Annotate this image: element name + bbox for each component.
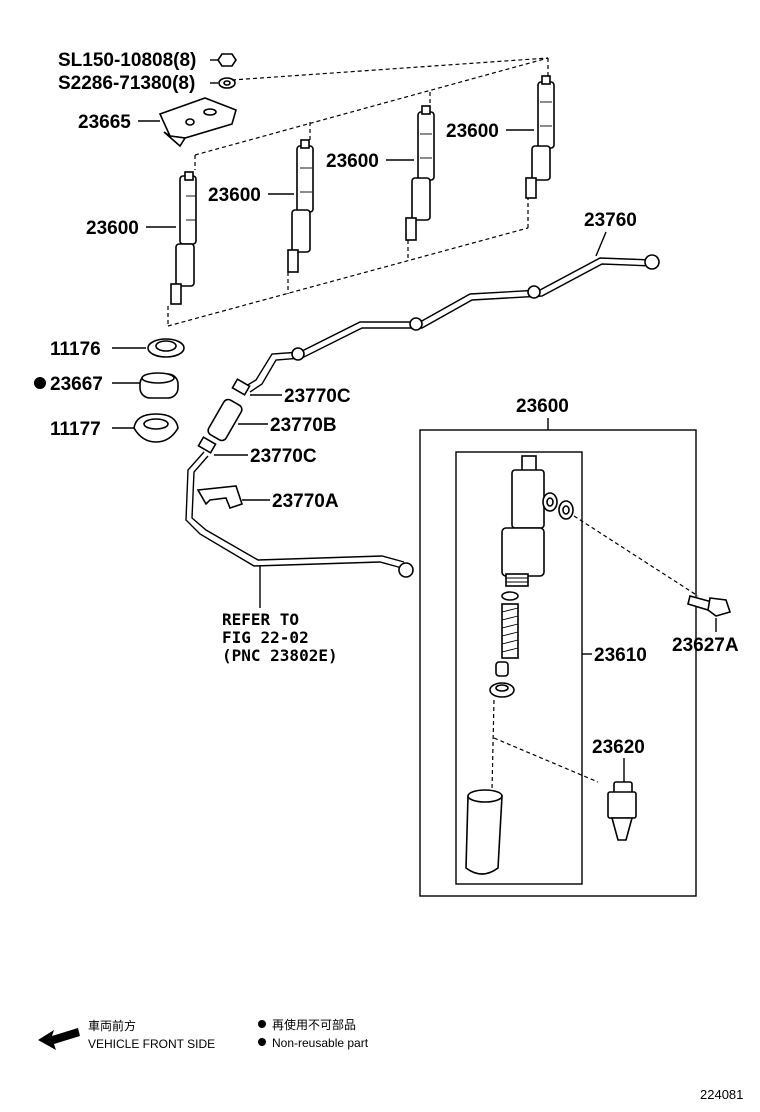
label-clamp-c1[interactable]: 23770C <box>284 386 351 407</box>
legend-dot-2 <box>258 1038 266 1046</box>
refer-line-3: (PNC 23802E) <box>222 646 338 665</box>
gasket-lower-icon <box>133 413 179 443</box>
injector-4[interactable] <box>525 75 555 199</box>
nut-icon <box>217 53 237 67</box>
label-clamp[interactable]: 23665 <box>78 112 131 133</box>
spring-icon <box>501 591 519 659</box>
label-bracket[interactable]: 23770A <box>272 491 339 512</box>
legend-front-jp: 車両前方 <box>88 1018 136 1033</box>
label-holder-kit[interactable]: 23610 <box>594 645 647 666</box>
nozzle-icon <box>607 781 637 841</box>
legend-dot-1 <box>258 1020 266 1028</box>
detail-box-inner <box>455 451 583 885</box>
injector-1[interactable] <box>170 171 197 305</box>
fuel-return-pipe[interactable] <box>245 254 660 393</box>
front-arrow-icon <box>38 1028 80 1050</box>
label-injector-2[interactable]: 23600 <box>208 185 261 206</box>
injector-2[interactable] <box>287 139 314 273</box>
label-detail-assy[interactable]: 23600 <box>516 396 569 417</box>
legend-nonreuse-en: Non-reusable part <box>272 1036 369 1050</box>
injector-body-detail[interactable] <box>501 455 545 587</box>
label-injector-1[interactable]: 23600 <box>86 218 139 239</box>
label-washer[interactable]: S2286-71380(8) <box>58 73 195 94</box>
label-bolt[interactable]: 23627A <box>672 635 739 656</box>
hose-assembly[interactable] <box>185 378 414 578</box>
washer-pair-icon <box>542 492 574 520</box>
assembly-lines <box>167 57 549 327</box>
label-gasket-upper[interactable]: 11176 <box>50 339 101 360</box>
gasket-upper-icon <box>147 338 185 358</box>
bracket-icon <box>196 485 244 509</box>
injector-3[interactable] <box>405 105 435 241</box>
washer-icon <box>218 77 236 89</box>
retaining-nut-icon <box>465 789 503 875</box>
figure-id: 224081 <box>700 1087 743 1102</box>
label-injector-4[interactable]: 23600 <box>446 121 499 142</box>
label-clamp-c2[interactable]: 23770C <box>250 446 317 467</box>
refer-line-2: FIG 22-02 <box>222 628 309 647</box>
label-injector-3[interactable]: 23600 <box>326 151 379 172</box>
legend-nonreuse-jp: 再使用不可部品 <box>272 1017 356 1032</box>
legend-front-en: VEHICLE FRONT SIDE <box>88 1037 215 1051</box>
label-pipe-main[interactable]: 23760 <box>584 210 637 231</box>
bolt-icon <box>687 595 732 617</box>
label-seal[interactable]: 23667 <box>50 374 103 395</box>
pin-icon <box>489 661 515 698</box>
label-hose[interactable]: 23770B <box>270 415 337 436</box>
seal-icon <box>139 372 179 399</box>
label-nozzle[interactable]: 23620 <box>592 737 645 758</box>
label-nut[interactable]: SL150-10808(8) <box>58 50 196 71</box>
label-gasket-lower[interactable]: 11177 <box>50 419 101 440</box>
refer-line-1: REFER TO <box>222 610 299 629</box>
detail-box-outer <box>419 429 697 897</box>
injector-clamp-icon <box>158 97 237 148</box>
non-reusable-dot <box>34 377 46 389</box>
